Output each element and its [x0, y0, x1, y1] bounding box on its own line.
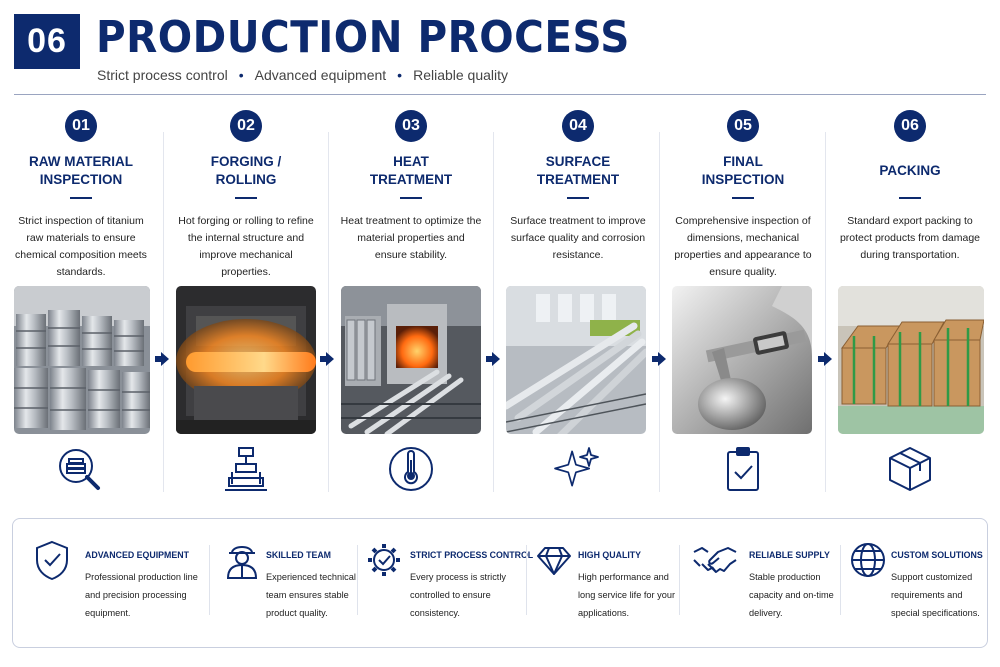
raw-material-photo	[14, 286, 150, 434]
feature-title: STRICT PROCESS CONTROL	[410, 550, 534, 560]
arrow-right-icon	[652, 352, 666, 366]
step-description: Heat treatment to optimize the material …	[340, 215, 482, 261]
feature-reliable-supply: RELIABLE SUPPLY Stable production capaci…	[692, 540, 837, 625]
feature-title: HIGH QUALITY	[578, 550, 642, 560]
bullet-separator: •	[238, 67, 244, 83]
step-number: 02	[230, 110, 262, 142]
page-title: PRODUCTION PROCESS	[96, 12, 630, 63]
step-title: FORGING /ROLLING	[210, 154, 282, 187]
header-divider	[14, 94, 986, 95]
clipboard-check-icon	[727, 447, 759, 491]
feature-advanced-equipment: ADVANCED EQUIPMENT Professional producti…	[34, 540, 204, 625]
feature-divider	[526, 545, 527, 615]
arrow-right-icon	[486, 352, 500, 366]
feature-title: CUSTOM SOLUTIONS	[891, 550, 983, 560]
column-divider	[659, 132, 660, 492]
title-underline	[732, 197, 754, 199]
gear-check-icon	[368, 544, 400, 576]
feature-title: ADVANCED EQUIPMENT	[85, 550, 189, 560]
final-inspection-photo	[672, 286, 812, 434]
step-number: 03	[395, 110, 427, 142]
title-underline	[899, 197, 921, 199]
packing-photo	[838, 286, 984, 434]
process-step-forging: 02 FORGING /ROLLING Hot forging or rolli…	[171, 110, 321, 281]
title-underline	[70, 197, 92, 199]
feature-description: Professional production line and precisi…	[85, 572, 198, 618]
feature-description: Stable production capacity and on-time d…	[749, 572, 834, 618]
column-divider	[493, 132, 494, 492]
features-panel	[12, 518, 988, 648]
step-number: 06	[894, 110, 926, 142]
feature-divider	[679, 545, 680, 615]
handshake-icon	[693, 547, 737, 573]
step-description: Standard export packing to protect produ…	[839, 215, 981, 261]
subtitle-item: Strict process control	[97, 67, 228, 83]
arrow-right-icon	[155, 352, 169, 366]
feature-description: Experienced technical team ensures stabl…	[266, 572, 356, 618]
diamond-icon	[537, 547, 571, 575]
column-divider	[328, 132, 329, 492]
subtitle-item: Advanced equipment	[254, 67, 387, 83]
feature-skilled-team: SKILLED TEAM Experienced technical team …	[224, 540, 359, 625]
step-title: PACKING	[879, 163, 941, 178]
feature-divider	[840, 545, 841, 615]
thermometer-icon	[389, 447, 433, 491]
feature-description: Support customized requirements and spec…	[891, 572, 980, 618]
feature-high-quality: HIGH QUALITY High performance and long s…	[536, 540, 676, 625]
title-underline	[567, 197, 589, 199]
step-description: Hot forging or rolling to refine the int…	[178, 215, 314, 278]
feature-strict-process-control: STRICT PROCESS CONTROL Every process is …	[366, 540, 533, 625]
globe-icon	[851, 543, 885, 577]
sparkle-icon	[554, 447, 599, 487]
feature-divider	[357, 545, 358, 615]
process-step-packing: 06 PACKING Standard export packing to pr…	[835, 110, 985, 264]
arrow-right-icon	[818, 352, 832, 366]
step-description: Surface treatment to improve surface qua…	[510, 215, 646, 261]
feature-custom-solutions: CUSTOM SOLUTIONS Support customized requ…	[850, 540, 986, 625]
step-description: Comprehensive inspection of dimensions, …	[674, 215, 812, 278]
forging-press-icon	[225, 447, 267, 491]
step-number: 01	[65, 110, 97, 142]
feature-description: High performance and long service life f…	[578, 572, 676, 618]
step-number: 04	[562, 110, 594, 142]
step-description: Strict inspection of titanium raw materi…	[15, 215, 147, 278]
column-divider	[163, 132, 164, 492]
magnifier-bars-icon	[59, 449, 100, 490]
box-icon	[889, 447, 931, 491]
feature-divider	[209, 545, 210, 615]
forging-photo	[176, 286, 316, 434]
column-divider	[825, 132, 826, 492]
worker-icon	[226, 546, 258, 579]
title-underline	[400, 197, 422, 199]
heat-treatment-photo	[341, 286, 481, 434]
title-underline	[235, 197, 257, 199]
bullet-separator: •	[397, 67, 403, 83]
surface-treatment-photo	[506, 286, 646, 434]
arrow-right-icon	[320, 352, 334, 366]
shield-check-icon	[36, 540, 68, 580]
feature-description: Every process is strictly controlled to …	[410, 572, 506, 618]
feature-title: SKILLED TEAM	[266, 550, 331, 560]
step-number: 05	[727, 110, 759, 142]
feature-title: RELIABLE SUPPLY	[749, 550, 830, 560]
page-subtitle: Strict process control • Advanced equipmen…	[97, 67, 508, 83]
subtitle-item: Reliable quality	[413, 67, 509, 83]
section-number-badge: 06	[14, 14, 80, 69]
